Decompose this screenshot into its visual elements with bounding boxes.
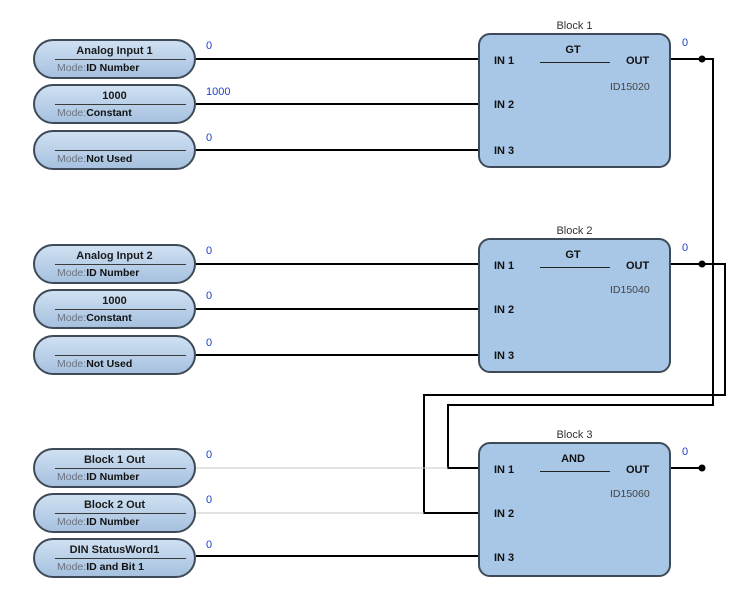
mode-value: ID Number: [86, 471, 140, 483]
block-in3-label: IN 3: [494, 552, 515, 564]
mode-label: Mode:: [57, 153, 87, 165]
junction-dot-b3: [698, 464, 706, 472]
mode-label: Mode:: [57, 267, 87, 279]
input-mode-row: Mode:ID and Bit 1: [57, 560, 144, 574]
input-name: [35, 134, 194, 150]
input-name: Block 2 Out: [83, 499, 146, 511]
input-value-b3-in1: 0: [206, 449, 213, 461]
block-in1-label: IN 1: [494, 260, 515, 272]
block-in3-label: IN 3: [494, 145, 515, 157]
input-pill-b3-in2[interactable]: Block 2 Out Mode:ID Number: [33, 493, 196, 533]
mode-label: Mode:: [57, 62, 87, 74]
block-in3-label: IN 3: [494, 350, 515, 362]
mode-value: Not Used: [86, 358, 133, 370]
function-block-3[interactable]: IN 1 IN 2 IN 3 AND OUT ID15060: [478, 442, 671, 577]
input-pill-b1-in1[interactable]: Analog Input 1 Mode:ID Number: [33, 39, 196, 79]
block-in1-label: IN 1: [494, 464, 515, 476]
block-title: Block 2: [556, 225, 593, 237]
pill-divider: [55, 513, 186, 514]
input-value-b1-in1: 0: [206, 40, 213, 52]
input-name: DIN StatusWord1: [69, 544, 160, 556]
pill-divider: [55, 558, 186, 559]
input-value-b1-in2: 1000: [206, 86, 231, 98]
block-in1-label: IN 1: [494, 55, 515, 67]
input-pill-b1-in2[interactable]: 1000 Mode:Constant: [33, 84, 196, 124]
input-pill-b3-in3[interactable]: DIN StatusWord1 Mode:ID and Bit 1: [33, 538, 196, 578]
input-name: 1000: [102, 295, 127, 307]
mode-value: Constant: [86, 312, 132, 324]
mode-value: ID and Bit 1: [86, 561, 144, 573]
input-name: 1000: [102, 90, 127, 102]
mode-value: Constant: [86, 107, 132, 119]
mode-value: ID Number: [86, 267, 140, 279]
junction-dot-b1: [698, 55, 706, 63]
input-value-b2-in1: 0: [206, 245, 213, 257]
input-name: Analog Input 1: [76, 45, 153, 57]
block-title: Block 3: [556, 429, 593, 441]
input-value-b1-in3: 0: [206, 132, 213, 144]
block-output-value: 0: [682, 37, 689, 49]
block-id: ID15020: [610, 81, 650, 93]
block-operator: GT: [565, 249, 581, 261]
input-pill-b2-in1[interactable]: Analog Input 2 Mode:ID Number: [33, 244, 196, 284]
pill-divider: [55, 355, 186, 356]
input-mode-row: Mode:Not Used: [57, 152, 132, 166]
input-mode-row: Mode:ID Number: [57, 470, 139, 484]
input-pill-b2-in2[interactable]: 1000 Mode:Constant: [33, 289, 196, 329]
input-mode-row: Mode:Constant: [57, 106, 132, 120]
block-out-label: OUT: [626, 55, 650, 67]
function-block-1[interactable]: IN 1 IN 2 IN 3 GT OUT ID15020: [478, 33, 671, 168]
input-mode-row: Mode:ID Number: [57, 266, 139, 280]
block-in2-label: IN 2: [494, 99, 515, 111]
block-in2-label: IN 2: [494, 304, 515, 316]
mode-value: Not Used: [86, 153, 133, 165]
mode-label: Mode:: [57, 561, 87, 573]
mode-label: Mode:: [57, 312, 87, 324]
input-value-b3-in2: 0: [206, 494, 213, 506]
input-pill-b2-in3[interactable]: Mode:Not Used: [33, 335, 196, 375]
input-value-b2-in3: 0: [206, 337, 213, 349]
block-out-label: OUT: [626, 260, 650, 272]
pill-divider: [55, 309, 186, 310]
input-name: Block 1 Out: [83, 454, 146, 466]
pill-divider: [55, 59, 186, 60]
block-operator: AND: [561, 453, 585, 465]
input-pill-b1-in3[interactable]: Mode:Not Used: [33, 130, 196, 170]
mode-label: Mode:: [57, 516, 87, 528]
mode-value: ID Number: [86, 516, 140, 528]
input-value-b2-in2: 0: [206, 290, 213, 302]
mode-label: Mode:: [57, 358, 87, 370]
operator-underline: [540, 267, 610, 268]
pill-divider: [55, 468, 186, 469]
wire-feedback-b2-to-b3-in2: [423, 263, 726, 514]
pill-divider: [55, 150, 186, 151]
pill-divider: [55, 104, 186, 105]
mode-label: Mode:: [57, 471, 87, 483]
block-output-value: 0: [682, 242, 689, 254]
input-mode-row: Mode:Not Used: [57, 357, 132, 371]
junction-dot-b2: [698, 260, 706, 268]
input-mode-row: Mode:ID Number: [57, 515, 139, 529]
operator-underline: [540, 471, 610, 472]
function-block-2[interactable]: IN 1 IN 2 IN 3 GT OUT ID15040: [478, 238, 671, 373]
input-name: [35, 339, 194, 355]
block-title: Block 1: [556, 20, 593, 32]
block-operator: GT: [565, 44, 581, 56]
pill-divider: [55, 264, 186, 265]
block-in2-label: IN 2: [494, 508, 515, 520]
block-output-value: 0: [682, 446, 689, 458]
operator-underline: [540, 62, 610, 63]
mode-label: Mode:: [57, 107, 87, 119]
block-id: ID15060: [610, 488, 650, 500]
wire-feedback-b1-to-b3-in1: [447, 58, 714, 469]
input-name: Analog Input 2: [76, 250, 153, 262]
input-mode-row: Mode:ID Number: [57, 61, 139, 75]
input-pill-b3-in1[interactable]: Block 1 Out Mode:ID Number: [33, 448, 196, 488]
block-id: ID15040: [610, 284, 650, 296]
input-mode-row: Mode:Constant: [57, 311, 132, 325]
input-value-b3-in3: 0: [206, 539, 213, 551]
mode-value: ID Number: [86, 62, 140, 74]
block-out-label: OUT: [626, 464, 650, 476]
